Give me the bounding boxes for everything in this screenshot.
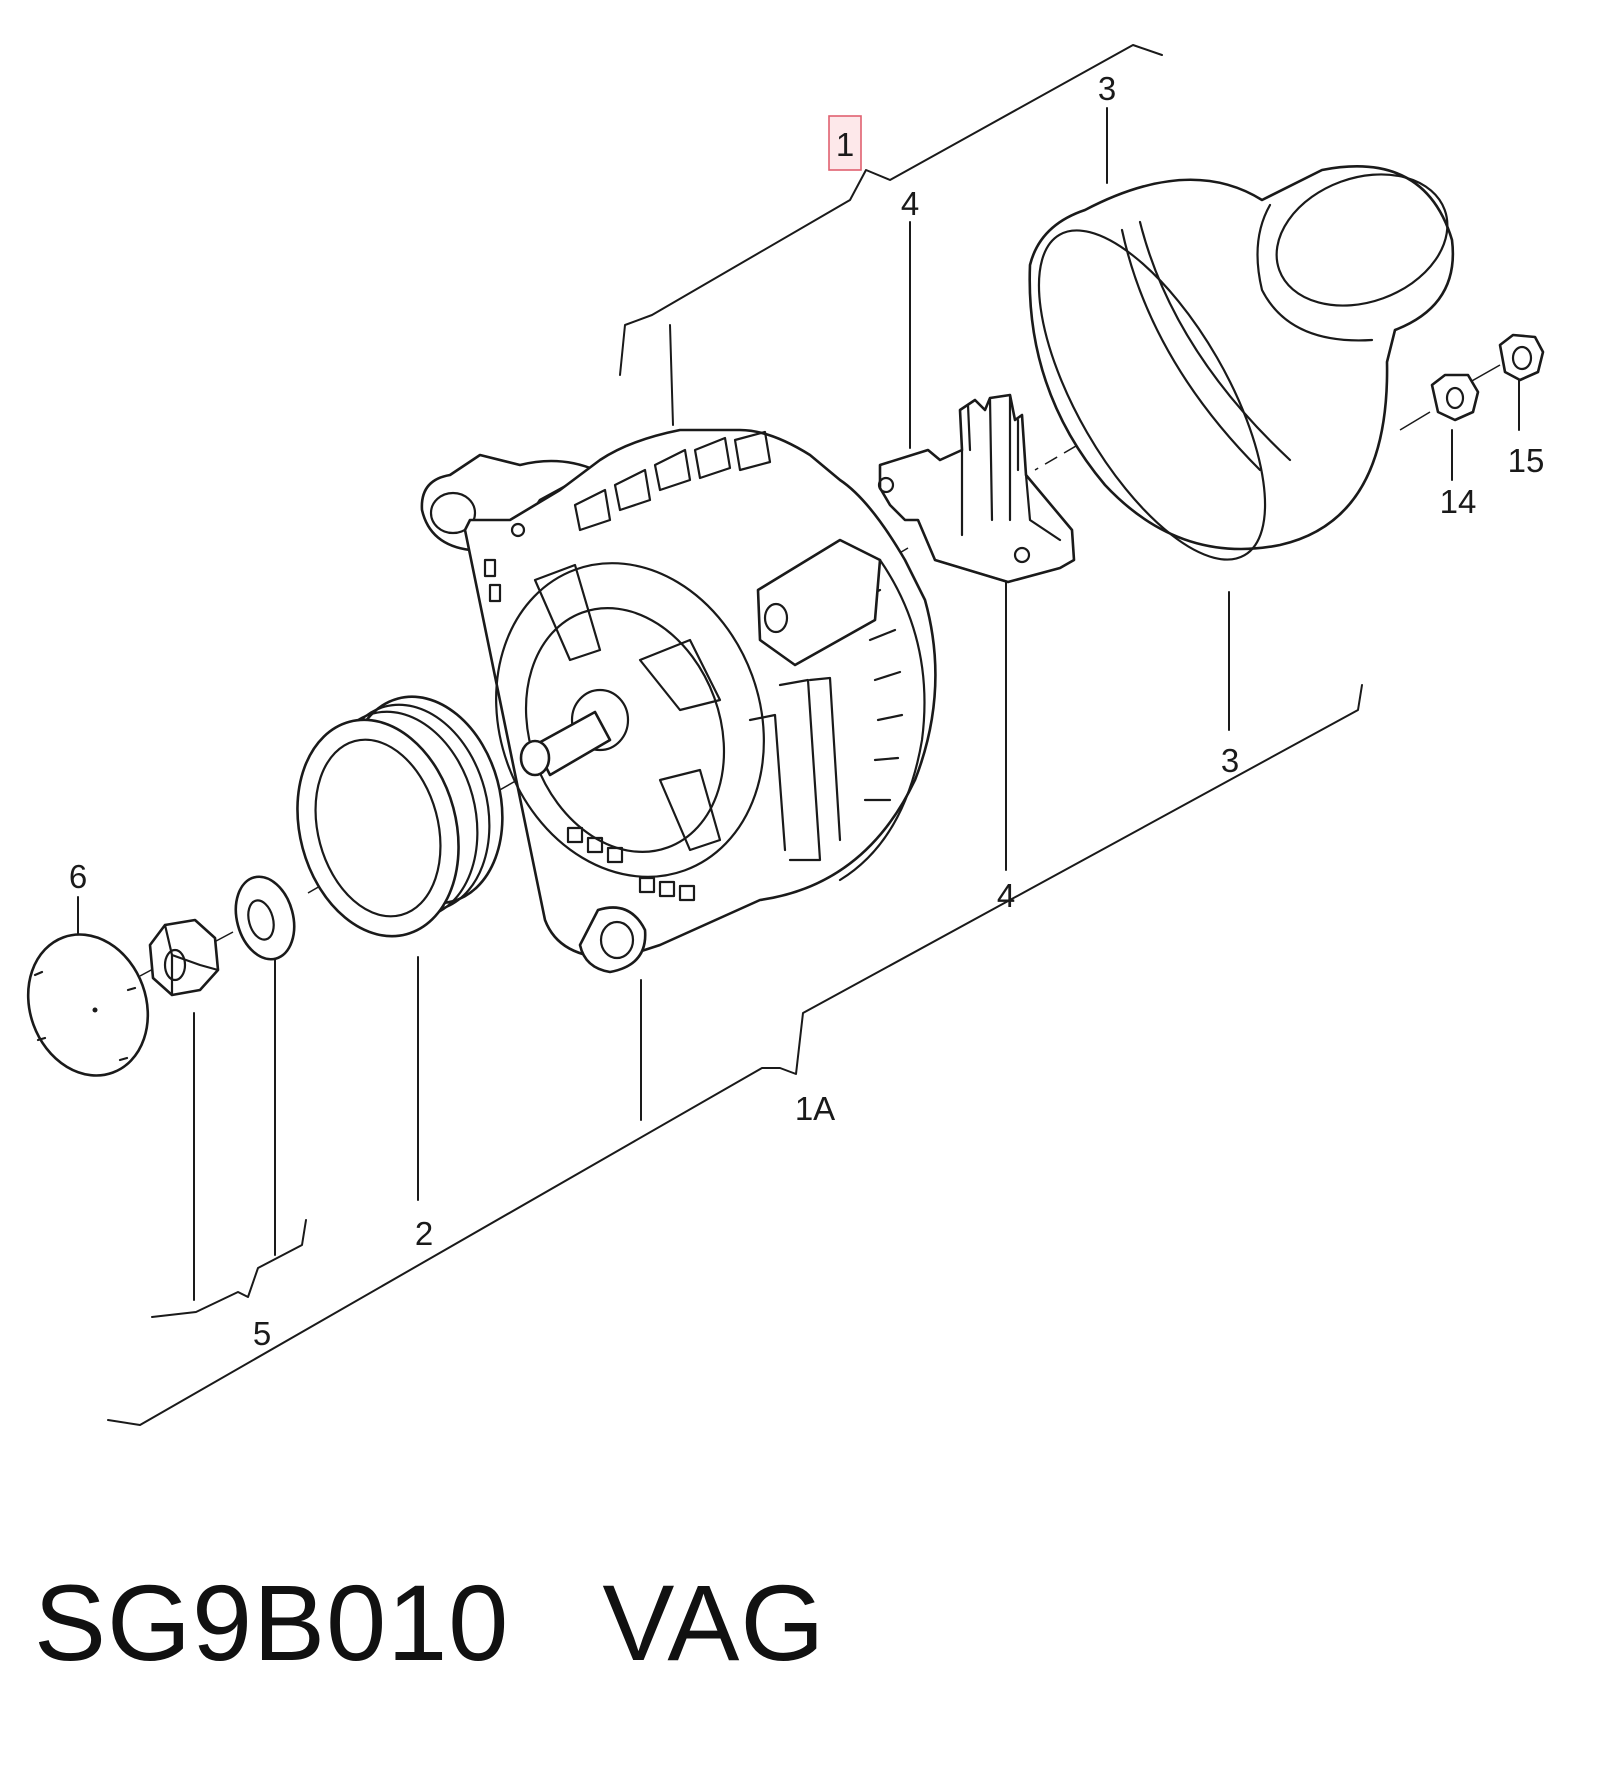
callout-4-bottom: 4 [997,877,1015,914]
callout-15: 15 [1508,442,1545,479]
nut-14 [1430,373,1480,422]
pulley [296,695,504,938]
callout-4-top: 4 [901,185,919,222]
callout-5: 5 [253,1315,271,1352]
hex-nut [148,918,220,997]
nut-15 [1498,333,1545,382]
callout-2: 2 [415,1215,433,1252]
alternator-housing [420,428,937,974]
callout-1a: 1A [795,1090,835,1127]
callout-14: 14 [1440,483,1477,520]
callout-labels: 1 3 4 15 14 3 4 6 1A 2 5 [69,70,1545,1352]
washer [234,875,296,961]
callout-1-highlight [828,115,862,171]
callout-6: 6 [69,858,87,895]
pulley-cap [26,933,150,1077]
rear-cover-cap [1028,165,1455,561]
voltage-regulator [877,393,1076,584]
part-number-caption: SG9B010 VAG [34,1562,826,1683]
callout-3-top: 3 [1098,70,1116,107]
callout-3-bottom: 3 [1221,742,1239,779]
callout-1: 1 [836,126,854,163]
